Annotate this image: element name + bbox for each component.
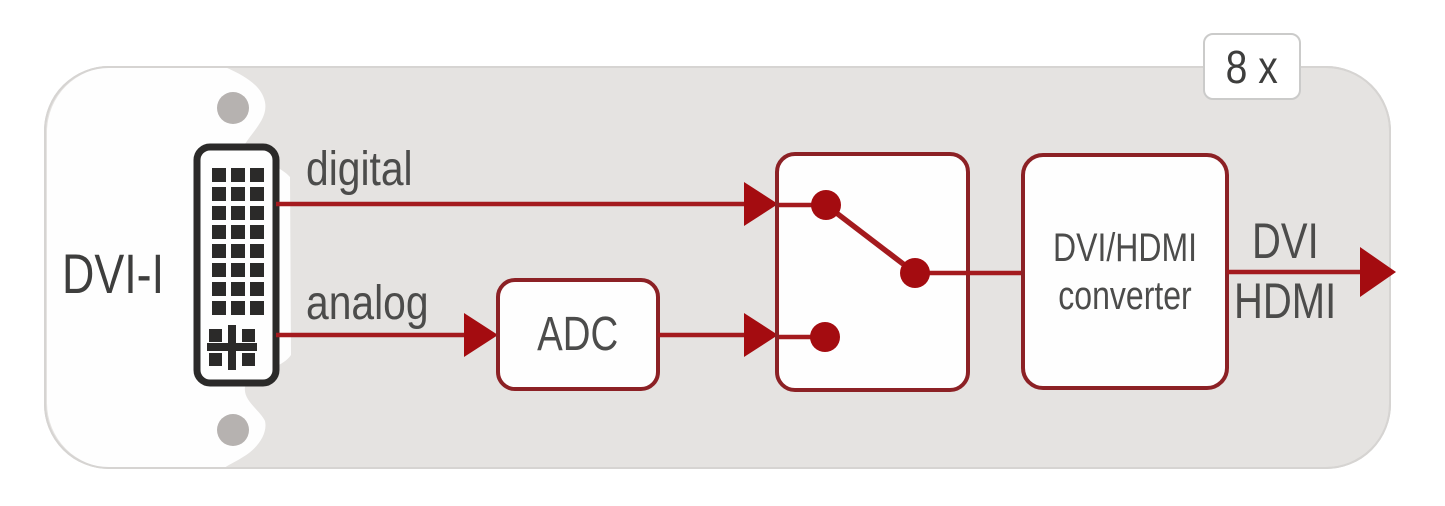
multiplier-badge: 8 x — [1203, 33, 1301, 100]
converter-label: DVI/HDMI converter — [1023, 155, 1227, 388]
converter-label-line2: converter — [1058, 273, 1192, 318]
dvi-analog-pins — [207, 325, 257, 370]
output-hdmi-label: HDMI — [1234, 273, 1337, 329]
switch-contact-dot-common — [900, 258, 930, 288]
dvi-pin-grid — [212, 168, 264, 315]
adc-label-container: ADC — [498, 280, 658, 389]
adc-label: ADC — [537, 308, 619, 361]
analog-arrowhead-adc — [464, 313, 498, 357]
output-dvi-label: DVI — [1252, 213, 1319, 269]
screw-bottom-icon — [217, 414, 249, 446]
converter-label-line1: DVI/HDMI — [1053, 225, 1197, 270]
analog-arrowhead-switch — [744, 313, 778, 357]
switch-contact-dot-bottom — [810, 322, 840, 352]
digital-label: digital — [306, 143, 413, 196]
multiplier-badge-label: 8 x — [1225, 40, 1279, 93]
dvi-i-label: DVI-I — [62, 242, 165, 305]
output-arrowhead — [1360, 247, 1396, 297]
dvi-connector-icon — [193, 143, 280, 387]
converter-label-lines: DVI/HDMI converter — [1053, 224, 1197, 320]
screw-top-icon — [217, 92, 249, 124]
digital-arrowhead — [744, 182, 778, 226]
analog-label: analog — [306, 277, 429, 330]
switch-symbol — [779, 190, 1023, 352]
device-card-outline — [44, 66, 1391, 469]
switch-lever-line — [824, 202, 917, 276]
switch-contact-dot-top — [811, 190, 841, 220]
